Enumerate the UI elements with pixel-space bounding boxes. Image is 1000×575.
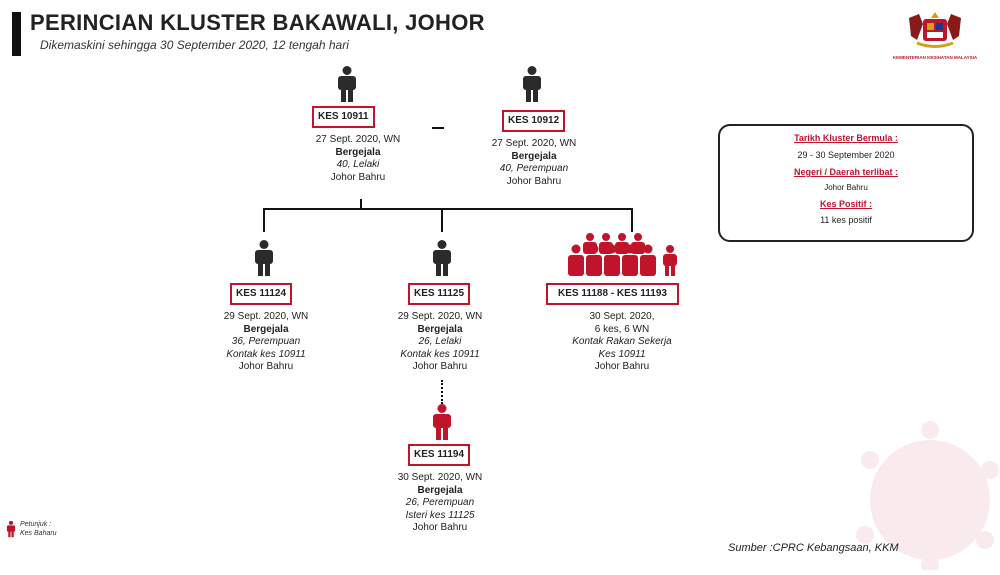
legend-title: Petunjuk :	[20, 521, 52, 528]
title-accent-bar	[12, 12, 21, 56]
dotted-connector-11194	[441, 380, 443, 404]
case-date: 29 Sept. 2020, WN	[397, 311, 483, 322]
case-status: Bergejala	[417, 484, 463, 496]
case-info-cluster: 30 Sept. 2020, 6 kes, 6 WN Kontak Rakan …	[572, 311, 672, 374]
case-box-11125: KES 11125	[408, 283, 471, 305]
connector-drop-11124	[263, 208, 265, 232]
case-profile: Kontak Rakan Sekerja	[572, 336, 672, 347]
connector-horizontal	[263, 208, 633, 210]
legend-label: Kes Baharu	[20, 530, 57, 537]
case-date: 29 Sept. 2020, WN	[223, 311, 309, 322]
person-icon-11125	[431, 240, 453, 281]
case-contact: Kontak kes 10911	[400, 348, 480, 360]
case-location: Johor Bahru	[330, 171, 386, 183]
case-status: Bergejala	[335, 146, 381, 158]
virus-watermark-icon	[820, 400, 1000, 574]
connector-drop-cluster	[631, 208, 633, 232]
couple-connector	[432, 127, 444, 129]
case-date: 27 Sept. 2020, WN	[315, 134, 401, 145]
case-status: Bergejala	[417, 323, 463, 335]
case-status: Bergejala	[243, 323, 289, 335]
case-status: 6 kes, 6 WN	[594, 323, 650, 335]
case-profile: 36, Perempuan	[231, 336, 301, 347]
connector-drop-11125	[441, 208, 443, 232]
case-location: Johor Bahru	[238, 361, 294, 372]
case-box-10911: KES 10911	[312, 106, 375, 128]
person-icon-10912	[521, 66, 543, 107]
case-box-11124: KES 11124	[230, 283, 293, 305]
summary-area-label: Negeri / Daerah terlibat :	[793, 167, 899, 177]
new-case-person-icon	[6, 520, 16, 538]
connector-parent-down	[360, 199, 362, 209]
case-location: Johor Bahru	[412, 361, 468, 372]
case-date: 27 Sept. 2020, WN	[491, 138, 577, 149]
case-date: 30 Sept. 2020, WN	[397, 472, 483, 483]
case-info-10911: 27 Sept. 2020, WN Bergejala 40, Lelaki J…	[316, 134, 401, 184]
person-icon-10911	[336, 66, 358, 107]
case-info-11124: 29 Sept. 2020, WN Bergejala 36, Perempua…	[224, 311, 309, 374]
case-status: Bergejala	[511, 150, 557, 162]
cluster-summary-box: Tarikh Kluster Bermula : 29 - 30 Septemb…	[718, 124, 974, 242]
case-info-11194: 30 Sept. 2020, WN Bergejala 26, Perempua…	[398, 472, 483, 535]
source-credit: Sumber :CPRC Kebangsaan, KKM	[728, 542, 899, 554]
case-contact: Kontak kes 10911	[226, 348, 306, 360]
case-info-11125: 29 Sept. 2020, WN Bergejala 26, Lelaki K…	[398, 311, 483, 374]
case-info-10912: 27 Sept. 2020, WN Bergejala 40, Perempua…	[492, 138, 577, 188]
case-profile: 40, Perempuan	[499, 163, 569, 174]
page-title: PERINCIAN KLUSTER BAKAWALI, JOHOR	[30, 10, 485, 35]
case-profile: 26, Perempuan	[405, 497, 475, 508]
case-profile: 40, Lelaki	[336, 159, 380, 170]
summary-start-label: Tarikh Kluster Bermula :	[794, 133, 898, 143]
legend-item: Kes Baharu	[6, 520, 57, 538]
summary-positive-label: Kes Positif :	[819, 199, 872, 209]
case-profile: 26, Lelaki	[418, 336, 462, 347]
summary-area-value: Johor Bahru	[824, 183, 868, 192]
person-icon-11124	[253, 240, 275, 281]
case-contact: Kes 10911	[598, 348, 646, 360]
summary-start-value: 29 - 30 September 2020	[797, 150, 895, 160]
summary-positive-value: 11 kes positif	[820, 215, 872, 225]
page-subtitle: Dikemaskini sehingga 30 September 2020, …	[40, 38, 349, 52]
case-contact: Isteri kes 11125	[405, 509, 475, 521]
legend: Petunjuk : Kes Baharu	[6, 520, 57, 538]
case-box-cluster: KES 11188 - KES 11193	[546, 283, 679, 305]
case-location: Johor Bahru	[594, 361, 650, 372]
case-box-10912: KES 10912	[502, 110, 566, 132]
case-box-11194: KES 11194	[408, 444, 471, 466]
ministry-logo: KEMENTERIAN KESIHATAN MALAYSIA	[890, 10, 980, 66]
case-location: Johor Bahru	[506, 175, 562, 187]
coat-of-arms-icon	[909, 12, 961, 48]
case-location: Johor Bahru	[412, 522, 468, 533]
logo-text: KEMENTERIAN KESIHATAN MALAYSIA	[892, 55, 978, 60]
person-group-icon-cluster	[566, 232, 684, 281]
person-icon-11194	[431, 404, 453, 445]
case-date: 30 Sept. 2020,	[589, 311, 655, 322]
